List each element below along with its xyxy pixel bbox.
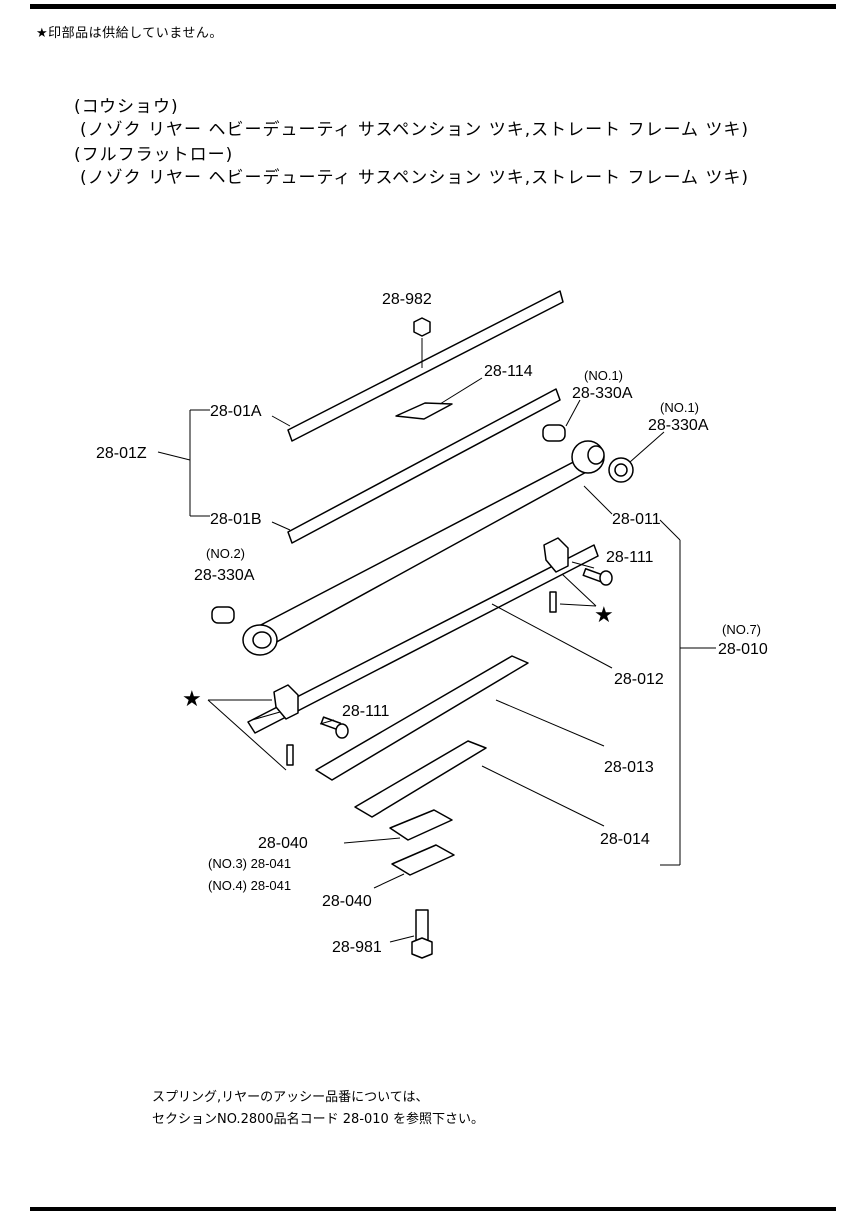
bottom-rule — [30, 1207, 836, 1211]
title-line-4: (ノゾク リヤー ヘビーデューティ サスペンション ツキ,ストレート フレーム … — [80, 168, 750, 188]
rivet-right — [549, 591, 557, 613]
label-28-330A-c: 28-330A — [194, 567, 255, 584]
footer-line-2: セクションNO.2800品名コード 28-010 を参照下さい。 — [152, 1112, 484, 1127]
label-28-01Z: 28-01Z — [96, 445, 147, 462]
leaf-28-013 — [315, 655, 529, 781]
label-28-982: 28-982 — [382, 291, 432, 308]
label-28-040-a: 28-040 — [258, 835, 308, 852]
label-no2: (NO.2) — [206, 546, 245, 561]
plate-28-040-upper — [389, 809, 453, 841]
label-no3-28-041: (NO.3) 28-041 — [208, 856, 291, 871]
label-no7: (NO.7) — [722, 622, 761, 637]
plate-28-114 — [395, 402, 453, 420]
label-28-981: 28-981 — [332, 939, 382, 956]
leaf-28-014 — [354, 740, 487, 818]
label-28-040-b: 28-040 — [322, 893, 372, 910]
label-no1-b: (NO.1) — [660, 400, 699, 415]
title-line-2: (ノゾク リヤー ヘビーデューティ サスペンション ツキ,ストレート フレーム … — [80, 120, 750, 140]
nut-28-982 — [413, 317, 431, 337]
label-no4-28-041: (NO.4) 28-041 — [208, 878, 291, 893]
star-icon: ★ — [594, 603, 614, 628]
star-icon: ★ — [182, 687, 202, 712]
label-28-011: 28-011 — [612, 511, 661, 528]
footer-line-1: スプリング,リヤーのアッシー品番については、 — [152, 1090, 429, 1105]
label-no1-a: (NO.1) — [584, 368, 623, 383]
label-28-330A-a: 28-330A — [572, 385, 633, 402]
bushing-no2 — [211, 606, 235, 624]
top-rule — [30, 4, 836, 9]
title-line-1: (コウショウ) — [74, 97, 179, 117]
label-28-013: 28-013 — [604, 759, 654, 776]
label-28-012: 28-012 — [614, 671, 664, 688]
label-28-01A: 28-01A — [210, 403, 262, 420]
clamp-right — [543, 537, 569, 573]
title-line-3: (フルフラットロー) — [74, 145, 234, 165]
label-28-330A-b: 28-330A — [648, 417, 709, 434]
leaf-28-01B — [287, 388, 561, 544]
plate-28-040-lower — [391, 844, 455, 876]
label-28-111-b: 28-111 — [342, 703, 390, 720]
center-bolt-28-981 — [415, 909, 429, 943]
bushing-no1-a — [542, 424, 566, 442]
not-supplied-note: ★印部品は供給していません。 — [36, 26, 223, 41]
label-28-014: 28-014 — [600, 831, 650, 848]
label-28-111-a: 28-111 — [606, 549, 654, 566]
label-28-114: 28-114 — [484, 363, 533, 380]
leaf-28-012 — [247, 544, 599, 734]
label-28-01B: 28-01B — [210, 511, 262, 528]
label-28-010: 28-010 — [718, 641, 768, 658]
clamp-left — [273, 684, 299, 720]
rivet-left — [286, 744, 294, 766]
leaf-28-01A — [287, 290, 564, 442]
leaf-28-011 — [254, 456, 591, 651]
